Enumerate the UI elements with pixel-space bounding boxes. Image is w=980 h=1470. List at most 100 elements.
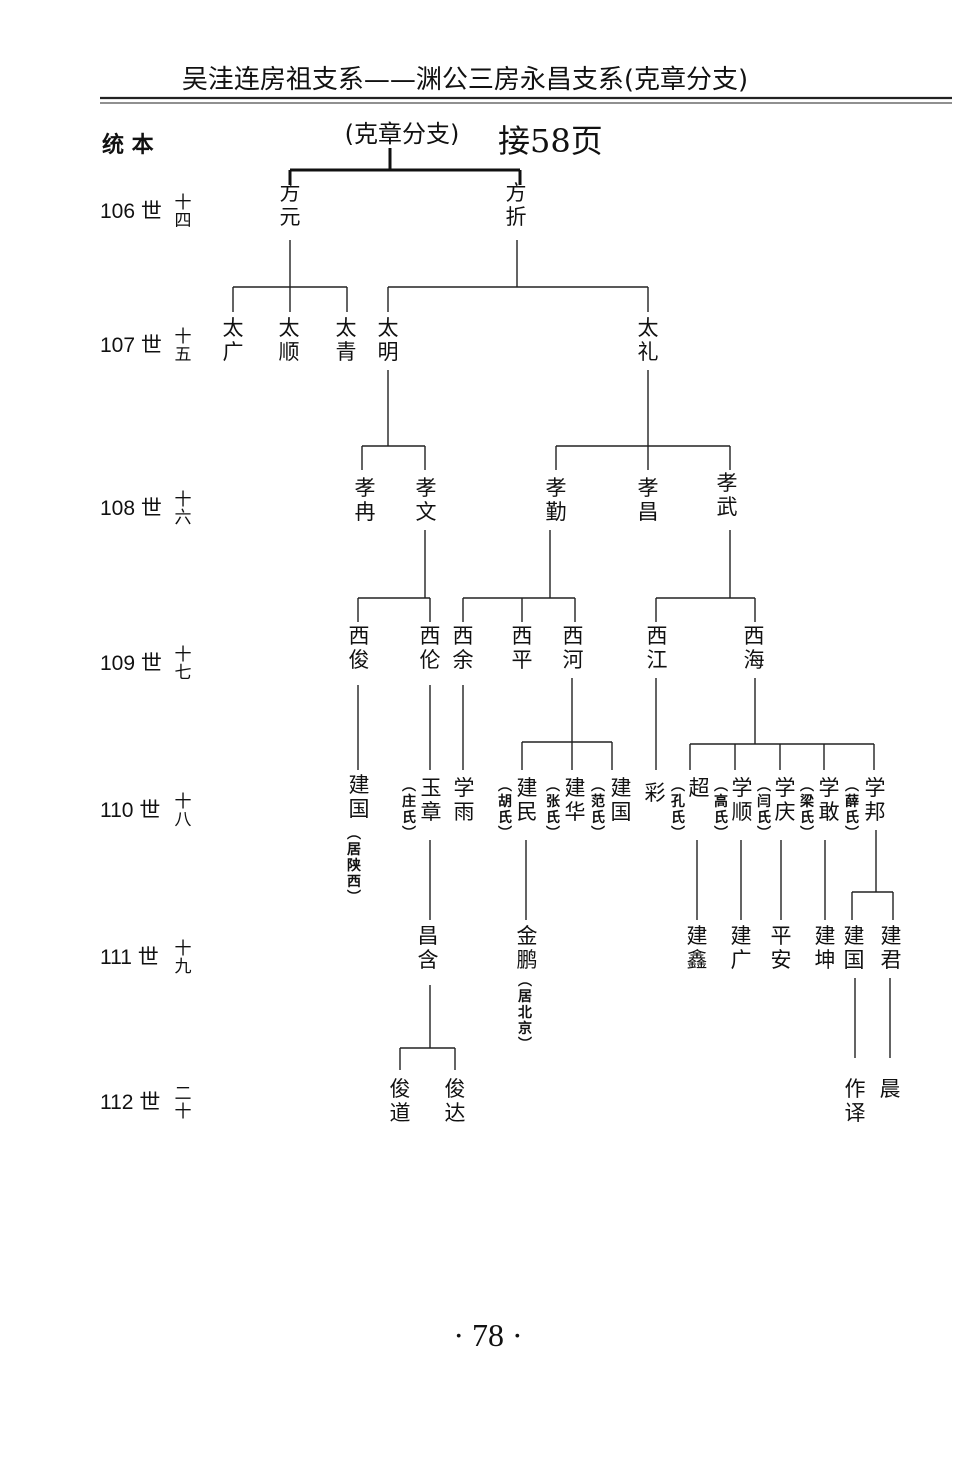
person-name: 方元 [280,181,301,229]
name-char: 建 [687,924,708,948]
person-name: 孝昌 [638,476,659,524]
name-char: ︶ [844,825,859,842]
name-char: 作 [845,1077,866,1101]
gen-numeral-char: 十 [175,792,192,812]
person-name: 太明 [378,316,399,364]
person-name: 建民 [517,776,538,824]
name-char: 余 [453,648,474,672]
person-name: 学顺 [732,776,753,824]
gen-numeral: 十八 [175,792,192,830]
name-char: ︶ [401,825,416,842]
name-char: 胡 [498,793,512,810]
person-name: 晨 [880,1077,901,1101]
person-name: 西俊 [349,624,370,672]
gen-numeral: 十四 [175,193,192,231]
name-char: 西 [744,624,765,648]
name-char: 勤 [546,500,567,524]
person-name: 建广 [731,924,752,972]
name-char: 鹏 [517,948,538,972]
branch-label: (克章分支) [345,120,460,148]
gen-label: 107 世 [100,334,162,357]
gen-numeral-char: 十 [175,193,192,213]
name-char: 雨 [454,800,475,824]
name-char: 俊 [390,1077,411,1101]
person-name: 西伦 [420,624,441,672]
name-char: ︵ [670,778,685,794]
name-char: 昌 [638,500,659,524]
name-char: 顺 [732,800,753,824]
person-name: 俊道 [390,1077,411,1125]
name-char: ︶ [799,825,814,842]
name-char: 金 [517,924,538,948]
person-name: 学邦 [865,776,886,824]
gen-numeral-char: 十 [175,939,192,959]
name-char: 建 [881,924,902,948]
name-char: 昌 [418,924,439,948]
name-char: 青 [336,340,357,364]
name-char: 氏 [402,810,416,826]
name-char: 孝 [717,471,738,495]
gen-numeral: 十五 [175,327,192,365]
name-char: 庄 [402,793,416,810]
gen-numeral-char: 五 [175,345,192,365]
person-name: 俊达 [445,1077,466,1125]
name-char: 梁 [799,793,815,810]
connector-lines [232,148,894,1070]
name-char: 孝 [638,476,659,500]
name-char: 学 [775,776,796,800]
person-name: 建国 [844,924,865,972]
name-char: 顺 [279,340,300,364]
name-char: 陕 [347,857,361,874]
name-note: ︵胡氏︶ [497,778,512,842]
name-char: 氏 [591,810,605,826]
name-char: 国 [349,797,370,821]
name-char: 学 [732,776,753,800]
name-char: ︵ [844,778,859,794]
name-char: 文 [416,500,437,524]
name-char: 范 [591,793,605,810]
name-char: ︶ [497,825,512,842]
person-name: 建国 [349,773,370,821]
name-char: 江 [647,648,668,672]
person-name: 学雨 [454,776,475,824]
name-char: ︶ [346,889,361,906]
name-nodes: 方元方折太广太顺太青太明太礼孝冉孝文孝勤孝昌孝武西俊西伦西余西平西河西江西海建国… [223,181,902,1125]
name-note: ︵闫氏︶ [756,778,771,842]
name-char: 坤 [815,948,836,972]
name-char: 华 [565,800,586,824]
name-char: 冉 [355,500,376,524]
person-name: 孝武 [717,471,738,519]
name-char: 居 [347,842,361,858]
person-name: 西江 [647,624,668,672]
name-char: 孝 [355,476,376,500]
person-name: 西河 [563,624,584,672]
name-char: 武 [717,495,738,519]
gen-numeral-char: 七 [175,663,192,683]
name-char: 安 [771,948,792,972]
name-char: 建 [349,773,370,797]
person-name: 玉章 [421,776,442,824]
gen-numeral-char: 四 [175,211,192,231]
name-char: 译 [845,1101,866,1125]
name-char: 学 [819,776,840,800]
name-char: 玉 [421,776,442,800]
name-char: 闫 [757,793,771,810]
gen-numeral: 十七 [175,645,192,683]
name-char: 含 [418,948,439,972]
name-char: 北 [518,1005,532,1021]
name-char: 氏 [546,810,560,826]
name-char: 国 [611,800,632,824]
name-char: ︶ [517,1036,532,1053]
gen-numeral-char: 二 [175,1084,192,1104]
person-name: 孝文 [416,476,437,524]
name-char: 居 [518,989,532,1005]
name-char: 鑫 [687,948,708,972]
person-name: 金鹏 [517,924,538,972]
continue-note: 接58页 [498,122,603,160]
name-char: 建 [611,776,632,800]
name-char: 君 [881,948,902,972]
generation-labels: 106 世 107 世 108 世 109 世 110 世 111 世 112 … [100,193,192,1122]
person-name: 孝勤 [546,476,567,524]
name-char: 民 [517,800,538,824]
